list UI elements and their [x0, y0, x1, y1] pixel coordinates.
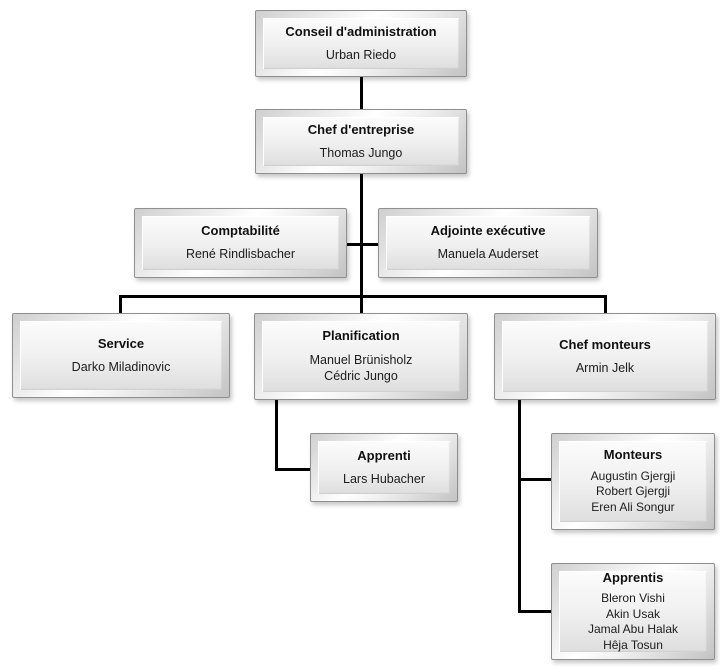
node-title: Apprentis [602, 569, 664, 585]
node-member: Manuela Auderset [437, 247, 539, 262]
connector-chef-monteurs-apprentis [518, 610, 551, 613]
org-node-service-panel: Service Darko Miladinovic [20, 321, 222, 390]
connector-distribution-horizontal [119, 295, 607, 298]
node-member: Darko Miladinovic [71, 359, 171, 374]
node-member: Augustin Gjergji [590, 468, 676, 483]
org-node-adjointe-panel: Adjointe exécutive Manuela Auderset [386, 216, 590, 270]
org-node-apprentis-panel: Apprentis Bleron Vishi Akin Usak Jamal A… [559, 569, 707, 652]
org-node-apprenti-panel: Apprenti Lars Hubacher [318, 441, 450, 494]
node-title: Adjointe exécutive [430, 223, 546, 239]
node-member: Urban Riedo [325, 47, 397, 62]
node-member: Eren Ali Songur [591, 499, 675, 514]
node-member: Lars Hubacher [343, 471, 425, 486]
connector-drop-service [119, 295, 122, 313]
node-title: Comptabilité [201, 223, 280, 239]
org-node-planification: Planification Manuel Brünisholz Cédric J… [254, 313, 468, 400]
node-member: Jamal Abu Halak [587, 622, 679, 637]
org-node-service: Service Darko Miladinovic [12, 313, 230, 398]
org-node-chef-monteurs: Chef monteurs Armin Jelk [494, 313, 716, 400]
org-node-monteurs-panel: Monteurs Augustin Gjergji Robert Gjergji… [559, 441, 707, 522]
org-node-planification-panel: Planification Manuel Brünisholz Cédric J… [262, 321, 460, 392]
org-node-monteurs: Monteurs Augustin Gjergji Robert Gjergji… [551, 433, 715, 530]
node-member: René Rindlisbacher [185, 247, 296, 262]
node-title: Planification [322, 328, 400, 344]
connector-chef-monteurs-monteurs [518, 478, 551, 481]
node-member: Thomas Jungo [319, 145, 403, 160]
node-title: Chef d'entreprise [307, 121, 415, 137]
org-node-comptabilite-panel: Comptabilité René Rindlisbacher [142, 216, 339, 270]
org-node-adjointe: Adjointe exécutive Manuela Auderset [378, 208, 598, 278]
connector-drop-chef-monteurs [604, 295, 607, 313]
node-member: Robert Gjergji [595, 484, 671, 499]
connector-conseil-chef [360, 77, 363, 110]
org-node-conseil: Conseil d'administration Urban Riedo [255, 10, 467, 77]
org-node-chef-monteurs-panel: Chef monteurs Armin Jelk [502, 321, 708, 392]
node-member: Akin Usak [605, 606, 661, 621]
org-node-chef-entreprise: Chef d'entreprise Thomas Jungo [255, 109, 467, 174]
node-title: Chef monteurs [559, 336, 651, 352]
node-title: Apprenti [357, 447, 411, 463]
node-title: Service [97, 335, 145, 351]
node-title: Conseil d'administration [285, 23, 437, 39]
node-member: Manuel Brünisholz [309, 352, 413, 367]
org-node-apprentis: Apprentis Bleron Vishi Akin Usak Jamal A… [551, 563, 715, 660]
org-node-chef-entreprise-panel: Chef d'entreprise Thomas Jungo [263, 117, 459, 166]
connector-planification-vertical [275, 400, 278, 471]
connector-stub-row3 [347, 243, 378, 246]
node-member: Armin Jelk [575, 360, 635, 375]
org-node-conseil-panel: Conseil d'administration Urban Riedo [263, 18, 459, 69]
node-member: Cédric Jungo [324, 369, 398, 384]
connector-planification-apprenti [275, 468, 310, 471]
connector-chef-monteurs-vertical [518, 400, 521, 613]
node-member: Hêja Tosun [603, 637, 663, 652]
node-member: Bleron Vishi [601, 590, 665, 605]
node-title: Monteurs [603, 447, 663, 463]
org-node-comptabilite: Comptabilité René Rindlisbacher [134, 208, 347, 278]
org-node-apprenti: Apprenti Lars Hubacher [310, 433, 458, 502]
